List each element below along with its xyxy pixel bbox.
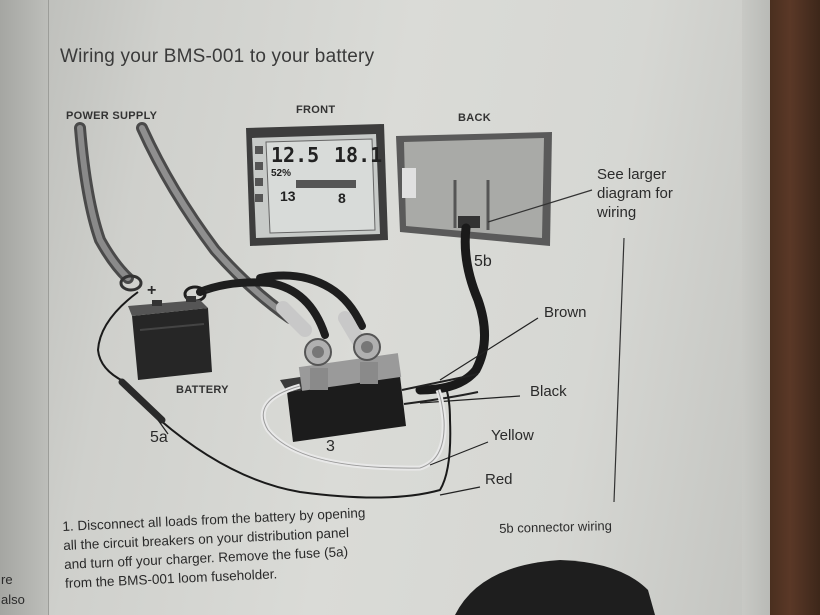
note-leader <box>487 189 593 223</box>
leader-red <box>439 486 481 496</box>
label-black: Black <box>530 383 567 400</box>
dark-object <box>455 560 655 615</box>
label-5a: 5a <box>150 429 168 446</box>
negative-cable <box>196 278 329 339</box>
previous-page-edge <box>0 0 49 615</box>
instructions: 1. Disconnect all loads from the battery… <box>62 503 368 593</box>
display-percent: 52% <box>271 168 292 179</box>
label-minus: - <box>205 282 211 299</box>
label-5b: 5b <box>474 253 492 270</box>
label-yellow: Yellow <box>491 427 534 444</box>
label-plus: + <box>147 282 157 299</box>
cable-lug <box>119 274 143 292</box>
battery <box>128 296 212 380</box>
note-larger-diagram: See larger diagram for wiring <box>597 166 673 221</box>
loom-5b <box>415 223 490 395</box>
left-fragment: also <box>1 592 25 607</box>
red-wire <box>96 291 139 383</box>
left-fragment: re <box>1 572 13 587</box>
label-battery: BATTERY <box>176 384 229 396</box>
label-red: Red <box>485 471 513 488</box>
display-value2: 18.1 <box>334 143 383 167</box>
label-brown: Brown <box>544 304 587 321</box>
display-back <box>396 132 552 246</box>
subheading-5b-connector: 5b connector wiring <box>499 518 613 536</box>
fuse-holder <box>118 378 166 424</box>
label-back: BACK <box>458 112 491 124</box>
label-power-supply: POWER SUPPLY <box>66 110 158 122</box>
display-small1: 13 <box>280 188 296 204</box>
display-front <box>246 124 388 246</box>
display-small2: 8 <box>338 190 346 206</box>
page-title: Wiring your BMS-001 to your battery <box>60 46 375 67</box>
leader-black <box>419 395 521 404</box>
shunt-cable <box>256 271 366 330</box>
divider-line <box>613 237 625 503</box>
leader-yellow <box>429 441 489 466</box>
wooden-surface <box>770 0 820 615</box>
label-front: FRONT <box>296 104 336 116</box>
display-voltage: 12.5 <box>271 143 320 167</box>
shunt-unit <box>280 333 406 442</box>
label-3: 3 <box>326 438 335 455</box>
leader-brown <box>439 317 539 381</box>
